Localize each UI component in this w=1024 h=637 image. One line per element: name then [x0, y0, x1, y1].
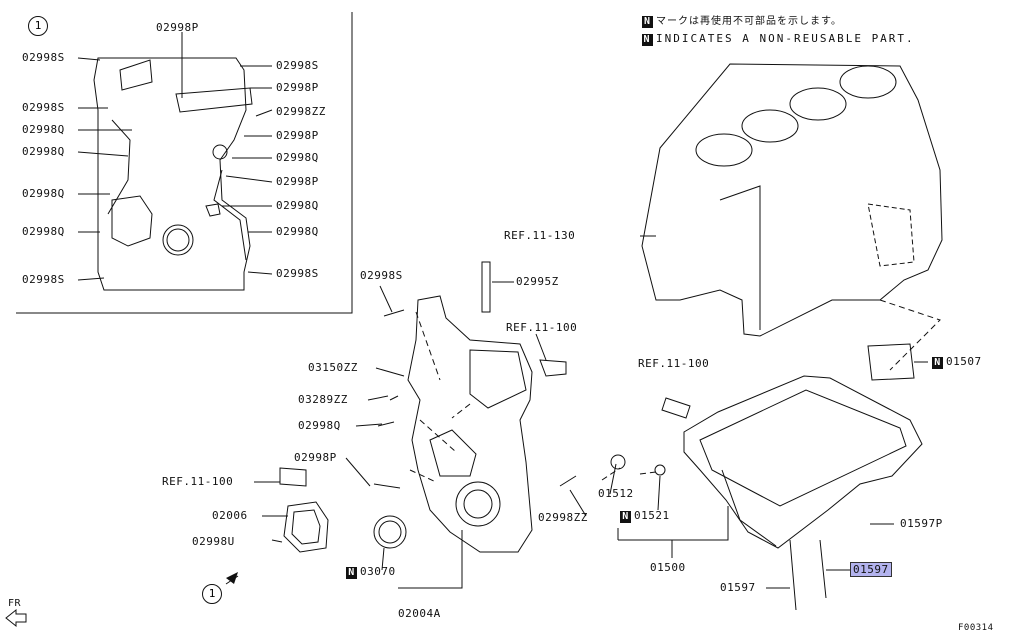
- front-label: FR: [8, 598, 22, 609]
- ref-label[interactable]: REF.11-100: [506, 321, 578, 334]
- part-label-02998P[interactable]: 02998P: [294, 451, 337, 464]
- inset-label-left[interactable]: 02998S: [22, 101, 65, 114]
- part-label-02998S[interactable]: 02998S: [360, 269, 403, 282]
- part-label-01512[interactable]: 01512: [598, 487, 634, 500]
- inset-frame: [16, 12, 353, 314]
- inset-cover-outline: [93, 57, 251, 291]
- inset-label-top[interactable]: 02998P: [156, 21, 199, 34]
- ref-label[interactable]: REF.11-100: [638, 357, 710, 370]
- inset-label-left[interactable]: 02998S: [22, 51, 65, 64]
- inset-label-left[interactable]: 02998S: [22, 273, 65, 286]
- part-label-03289ZZ[interactable]: 03289ZZ: [298, 393, 348, 406]
- part-label-03150ZZ[interactable]: 03150ZZ: [308, 361, 358, 374]
- inset-label-left[interactable]: 02998Q: [22, 145, 65, 158]
- part-label-02006[interactable]: 02006: [212, 509, 248, 522]
- inset-label-right[interactable]: 02998P: [276, 175, 319, 188]
- inset-label-left[interactable]: 02998Q: [22, 225, 65, 238]
- ref-label[interactable]: REF.11-130: [504, 229, 576, 242]
- figure-code: F00314: [958, 623, 994, 633]
- part-label-02004A[interactable]: 02004A: [398, 607, 441, 620]
- inset-label-right[interactable]: 02998S: [276, 59, 319, 72]
- part-label-02998Q[interactable]: 02998Q: [298, 419, 341, 432]
- inset-label-right[interactable]: 02998Q: [276, 199, 319, 212]
- part-label-01597[interactable]: 01597: [720, 581, 756, 594]
- engine-block-outline: [641, 63, 943, 337]
- part-label-01597-highlighted[interactable]: 01597: [850, 562, 892, 577]
- inset-callout: 1: [28, 16, 48, 36]
- part-label-01597P[interactable]: 01597P: [900, 517, 943, 530]
- front-cover-outline: [407, 295, 533, 553]
- inset-label-right[interactable]: 02998P: [276, 81, 319, 94]
- inset-label-right[interactable]: 02998P: [276, 129, 319, 142]
- ref-label[interactable]: REF.11-100: [162, 475, 234, 488]
- part-label-02998ZZ[interactable]: 02998ZZ: [538, 511, 588, 524]
- part-label-02998U[interactable]: 02998U: [192, 535, 235, 548]
- inset-label-left[interactable]: 02998Q: [22, 187, 65, 200]
- inset-label-right[interactable]: 02998Q: [276, 151, 319, 164]
- part-label-02995Z[interactable]: 02995Z: [516, 275, 559, 288]
- inset-label-right[interactable]: 02998S: [276, 267, 319, 280]
- inset-label-left[interactable]: 02998Q: [22, 123, 65, 136]
- arrow-icon: [226, 572, 238, 584]
- oil-pan-outline: [683, 375, 923, 549]
- part-label-01500[interactable]: 01500: [650, 561, 686, 574]
- inset-label-right[interactable]: 02998Q: [276, 225, 319, 238]
- callout-1[interactable]: 1: [202, 584, 222, 604]
- inset-label-right[interactable]: 02998ZZ: [276, 105, 326, 118]
